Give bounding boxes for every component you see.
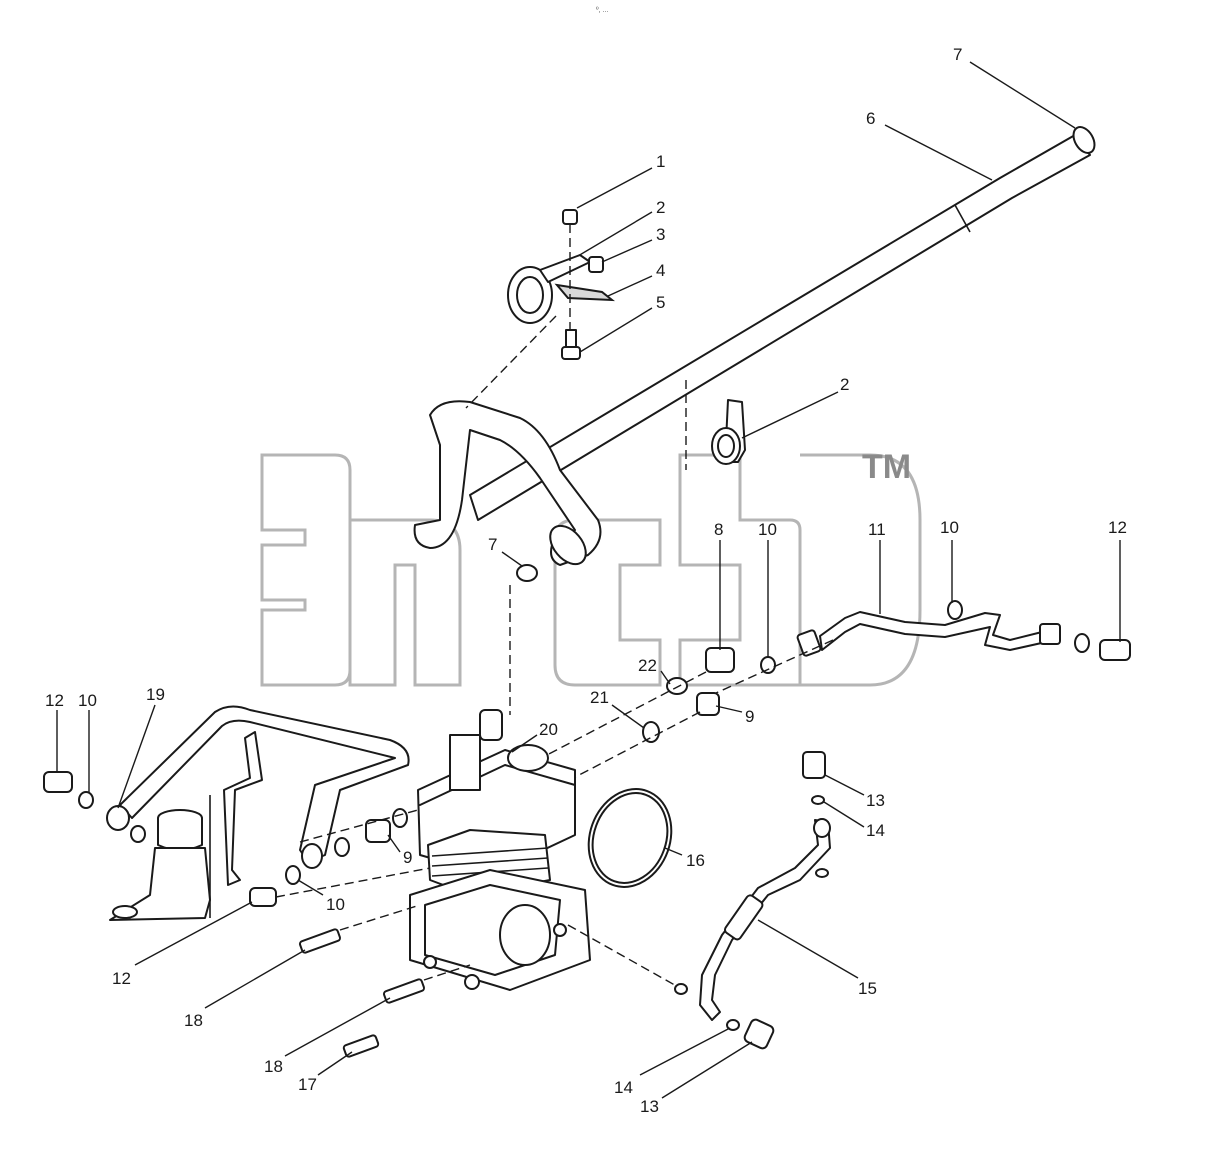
clamp-assembly: [465, 209, 616, 409]
callout-12: 12: [1108, 518, 1127, 537]
callout-4: 4: [656, 261, 665, 280]
callout-7: 7: [953, 45, 962, 64]
oil-line-15: [699, 751, 831, 1050]
long-pipe-6: [413, 126, 1096, 582]
callout-17: 17: [298, 1075, 317, 1094]
callout-11: 11: [868, 520, 886, 539]
callout-10: 10: [758, 520, 777, 539]
callout-12: 12: [45, 691, 64, 710]
callout-6: 6: [866, 109, 875, 128]
callout-20: 20: [539, 720, 558, 739]
callout-15: 15: [858, 979, 877, 998]
callout-5: 5: [656, 293, 665, 312]
compressor-20: [409, 585, 688, 995]
callout-3: 3: [656, 225, 665, 244]
callout-12: 12: [112, 969, 131, 988]
callout-18: 18: [264, 1057, 283, 1076]
callout-10: 10: [940, 518, 959, 537]
callout-18: 18: [184, 1011, 203, 1030]
callout-1: 1: [656, 152, 665, 171]
callout-13: 13: [640, 1097, 659, 1116]
callout-2: 2: [840, 375, 849, 394]
pipe-11: [715, 600, 1131, 694]
callout-8: 8: [714, 520, 723, 539]
callout-7: 7: [488, 535, 497, 554]
trademark-mark: TM: [862, 448, 911, 486]
callout-9: 9: [403, 848, 412, 867]
clamp-ring-7: [516, 564, 538, 582]
callout-10: 10: [78, 691, 97, 710]
callout-13: 13: [866, 791, 885, 810]
leader-lines: [56, 61, 1121, 1099]
callout-21: 21: [590, 688, 609, 707]
clamp-2: [685, 380, 746, 470]
bolts: [298, 904, 471, 1058]
callout-14: 14: [614, 1078, 633, 1097]
callout-10: 10: [326, 895, 345, 914]
callout-2: 2: [656, 198, 665, 217]
callout-22: 22: [638, 656, 657, 675]
callout-19: 19: [146, 685, 165, 704]
header-mark: º, ...: [596, 7, 608, 14]
callout-14: 14: [866, 821, 885, 840]
callout-labels: 1 2 3 4 5 6 7 2 7 8 10 11 10 12 22 21 9 …: [45, 45, 1127, 1116]
pipe-19: [43, 705, 431, 921]
gasket-16: [587, 788, 673, 888]
callout-9: 9: [745, 707, 754, 726]
callout-16: 16: [686, 851, 705, 870]
